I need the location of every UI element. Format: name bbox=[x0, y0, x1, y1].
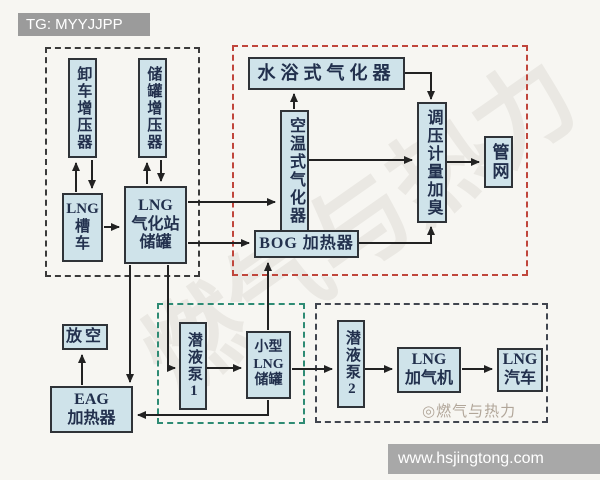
node-label-line: 小型 bbox=[254, 340, 283, 356]
node-label-line: 加气机 bbox=[404, 370, 453, 387]
node-label: 放空 bbox=[65, 327, 104, 345]
node-lng-vehicle: LNG 汽车 bbox=[497, 348, 543, 392]
node-label-line: 车 bbox=[74, 236, 90, 253]
node-label-line: 槽 bbox=[74, 218, 90, 235]
node-submerged-pump-2: 潜液泵2 bbox=[337, 320, 365, 408]
node-label-line: 气化站 bbox=[131, 215, 180, 233]
node-label-line: LNG bbox=[66, 200, 99, 217]
node-submerged-pump-1: 潜液泵1 bbox=[179, 322, 207, 410]
node-label-line: 汽车 bbox=[503, 370, 536, 387]
website-watermark-bar: www.hsjingtong.com bbox=[388, 444, 600, 474]
wire-water-bath-to-regulator bbox=[405, 72, 435, 100]
group-pump1-area bbox=[157, 303, 305, 424]
wire-small-tank-to-eag-heater bbox=[137, 400, 269, 419]
node-lng-tanker: LNG 槽 车 bbox=[62, 193, 103, 262]
node-label-line: 加热器 bbox=[67, 409, 116, 427]
node-label-line: 储罐 bbox=[254, 373, 283, 389]
node-pipe-network: 管网 bbox=[484, 136, 513, 188]
node-bog-heater: BOG 加热器 bbox=[254, 230, 359, 258]
node-label: 卸车增压器 bbox=[75, 65, 92, 151]
node-label: BOG 加热器 bbox=[259, 234, 354, 252]
node-water-bath-vaporizer: 水浴式气化器 bbox=[248, 57, 405, 90]
node-label: 管网 bbox=[489, 143, 509, 181]
node-ambient-vaporizer: 空温式气化器 bbox=[280, 110, 309, 232]
node-eag-heater: EAG 加热器 bbox=[50, 386, 133, 433]
node-label-line: 储罐 bbox=[139, 234, 172, 252]
node-label: 储罐增压器 bbox=[145, 65, 162, 151]
node-label-line: LNG bbox=[138, 196, 173, 214]
node-label: 水浴式气化器 bbox=[257, 62, 396, 83]
group-vaporizing-area bbox=[232, 45, 528, 276]
wire-bog-heater-to-regulator bbox=[359, 226, 435, 244]
group-fueling-area bbox=[315, 303, 548, 423]
node-label: 潜液泵1 bbox=[185, 331, 202, 401]
node-unload-booster: 卸车增压器 bbox=[68, 58, 97, 158]
tg-banner: TG: MYYJJPP bbox=[18, 13, 150, 36]
node-lng-dispenser: LNG 加气机 bbox=[397, 347, 461, 393]
node-label: 调压计量加臭 bbox=[424, 108, 442, 217]
node-station-tank: LNG 气化站 储罐 bbox=[124, 186, 187, 264]
node-label-line: LNG bbox=[502, 351, 538, 369]
group-unloading-area bbox=[45, 47, 200, 277]
node-label-line: LNG bbox=[253, 356, 284, 372]
wire-station-tank-to-pump1 bbox=[167, 265, 176, 372]
node-vent: 放空 bbox=[62, 324, 108, 350]
node-regulator-metering-odorizer: 调压计量加臭 bbox=[417, 102, 447, 223]
node-small-lng-tank: 小型 LNG 储罐 bbox=[246, 331, 291, 399]
node-label: 空温式气化器 bbox=[286, 117, 304, 225]
logo-watermark: ◎燃气与热力 bbox=[422, 404, 517, 420]
node-label: 潜液泵2 bbox=[343, 329, 360, 399]
node-label-line: LNG bbox=[411, 351, 447, 369]
node-label-line: EAG bbox=[74, 390, 109, 408]
node-tank-booster: 储罐增压器 bbox=[138, 58, 167, 158]
